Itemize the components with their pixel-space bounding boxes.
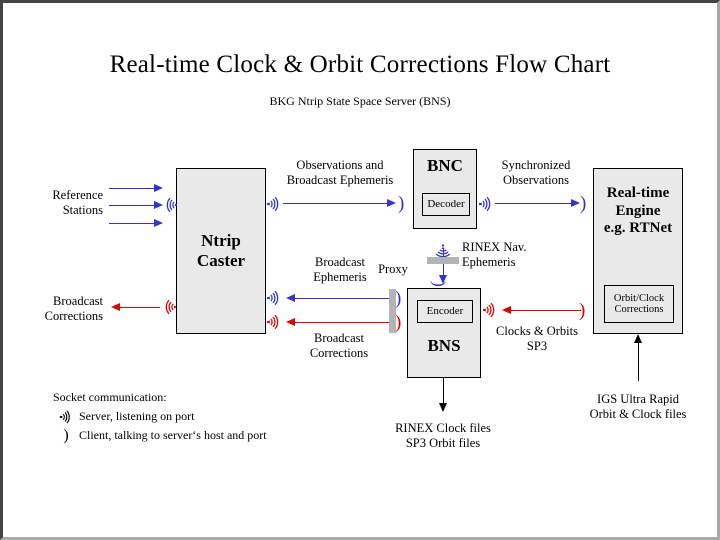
label-igs-ultra-rapid: IGS Ultra Rapid Orbit & Clock files	[589, 392, 687, 422]
arrowhead-ref-station-3	[154, 219, 163, 227]
label-synchronized-observations: Synchronized Observations	[501, 158, 571, 188]
arrow-synchronized-observations	[495, 203, 571, 204]
antenna-socket-icon-caster-left-blue	[163, 196, 178, 214]
arrow-ref-station-2	[109, 205, 154, 206]
page-subtitle: BKG Ntrip State Space Server (BNS)	[269, 94, 451, 108]
label-broadcast-corrections-left: Broadcast Corrections	[44, 294, 103, 324]
client-paren-icon-bnc-left: )	[398, 193, 405, 214]
arrowhead-ref-station-2	[154, 201, 163, 209]
client-paren-icon-rtengine-left-red: )	[579, 300, 586, 321]
label-proxy: Proxy	[378, 262, 408, 276]
antenna-socket-icon-bnc-right	[478, 195, 493, 213]
legend-row-server: Server, listening on port	[53, 408, 353, 427]
arrowhead-broadcast-ephemeris	[286, 294, 295, 302]
arrowhead-igs-ultra-rapid	[634, 334, 642, 343]
client-paren-icon-legend: )	[63, 427, 69, 445]
antenna-socket-icon-bnc-bottom	[433, 231, 453, 258]
ntrip-caster-label: Ntrip Caster	[196, 231, 246, 271]
client-paren-icon-bns-left-red: )	[395, 312, 402, 333]
arrowhead-rinex-nav-ephemeris	[439, 275, 447, 284]
proxy-bar-horizontal-path	[389, 289, 396, 333]
antenna-socket-icon-caster-right-blue	[266, 289, 281, 307]
arrowhead-broadcast-corrections-left	[111, 303, 120, 311]
arrowhead-ref-station-1	[154, 184, 163, 192]
antenna-socket-icon-bns-right	[482, 301, 497, 319]
arrowhead-rinex-clock-files	[439, 403, 447, 412]
antenna-socket-icon-legend	[53, 409, 79, 425]
label-clocks-orbits-sp3: Clocks & Orbits SP3	[496, 324, 578, 354]
legend: Socket communication: Server, listening …	[53, 390, 353, 446]
legend-label-server: Server, listening on port	[79, 409, 195, 424]
legend-row-client: ) Client, talking to server‘s host and p…	[53, 427, 353, 446]
box-ntrip-caster[interactable]: Ntrip Caster	[176, 168, 266, 334]
arrow-broadcast-corrections-left	[120, 307, 160, 308]
arrow-broadcast-corrections-mid	[295, 322, 395, 323]
arrow-rinex-clock-files	[443, 378, 444, 408]
box-bns[interactable]: Encoder BNS	[407, 288, 481, 378]
arrowhead-clocks-orbits	[502, 306, 511, 314]
arrow-ref-station-1	[109, 188, 154, 189]
arrow-rinex-nav-ephemeris	[443, 248, 444, 280]
arrow-observations	[283, 203, 387, 204]
label-broadcast-ephemeris: Broadcast Ephemeris	[313, 255, 367, 285]
client-paren-icon-rtengine-left: )	[580, 193, 587, 214]
arrow-ref-station-3	[109, 223, 154, 224]
arrowhead-broadcast-corrections-mid	[286, 318, 295, 326]
arrow-clocks-orbits	[511, 310, 581, 311]
antenna-socket-icon-caster-right-obs	[266, 195, 281, 213]
box-decoder[interactable]: Decoder	[422, 193, 470, 216]
antenna-socket-icon-caster-left-red	[162, 298, 177, 316]
client-paren-icon-bns-top: )	[429, 281, 449, 287]
rt-engine-label: Real-time Engine e.g. RTNet	[603, 185, 673, 237]
label-reference-stations: Reference Stations	[52, 188, 103, 218]
bns-label: BNS	[427, 336, 461, 355]
proxy-bar-vertical-path	[427, 257, 459, 264]
arrowhead-synchronized-observations	[571, 199, 580, 207]
arrow-igs-ultra-rapid	[638, 341, 639, 381]
box-realtime-engine[interactable]: Real-time Engine e.g. RTNet Orbit/Clock …	[593, 168, 683, 334]
box-encoder[interactable]: Encoder	[417, 300, 473, 323]
legend-title: Socket communication:	[53, 390, 167, 404]
label-rinex-clock-files: RINEX Clock files SP3 Orbit files	[395, 421, 491, 451]
label-rinex-nav-ephemeris: RINEX Nav. Ephemeris	[462, 240, 527, 270]
arrow-broadcast-ephemeris	[295, 298, 395, 299]
label-observations-broadcast-ephemeris: Observations and Broadcast Ephemeris	[286, 158, 394, 188]
page-title: Real-time Clock & Orbit Corrections Flow…	[109, 51, 611, 78]
client-paren-icon-bns-left-blue: )	[395, 288, 402, 309]
box-orbit-clock-corrections[interactable]: Orbit/Clock Corrections	[604, 285, 674, 323]
box-bnc[interactable]: BNC Decoder	[413, 149, 477, 229]
bnc-label: BNC	[427, 156, 463, 175]
legend-label-client: Client, talking to server‘s host and por…	[79, 428, 267, 443]
antenna-socket-icon-caster-right-red	[266, 313, 281, 331]
arrowhead-observations	[387, 199, 396, 207]
label-broadcast-corrections-mid: Broadcast Corrections	[309, 331, 369, 361]
